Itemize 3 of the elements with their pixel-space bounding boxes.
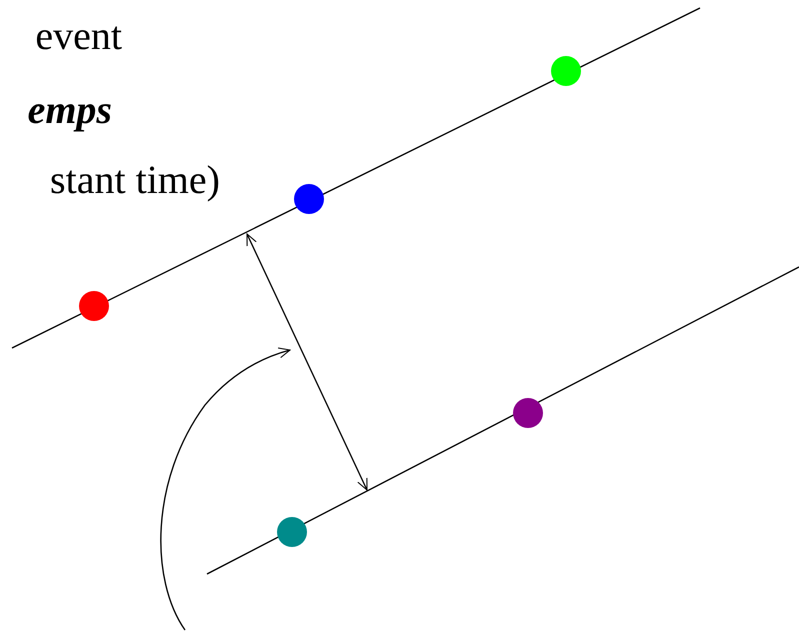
label-text: emps [28, 90, 112, 130]
label-text: stant time) [50, 160, 220, 200]
label-text: event [35, 16, 122, 56]
